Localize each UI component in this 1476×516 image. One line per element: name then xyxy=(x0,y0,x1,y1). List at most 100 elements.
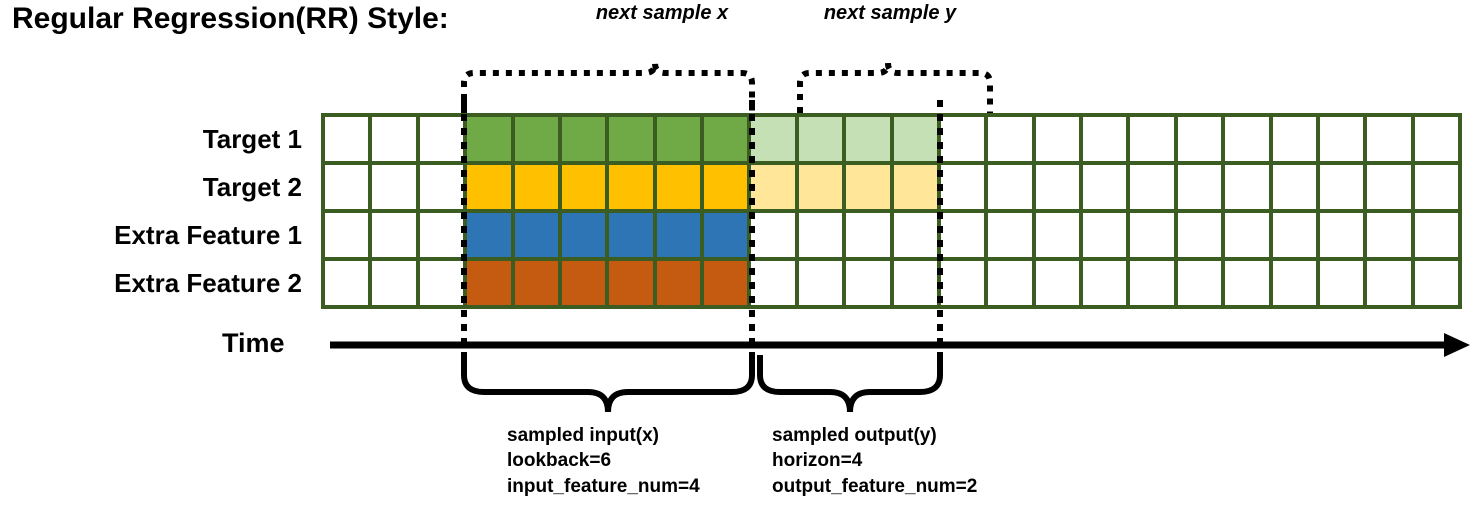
grid-cell-r1-c12 xyxy=(893,165,937,209)
grid-cell-r0-c21 xyxy=(1319,117,1364,161)
row-label-target-2: Target 2 xyxy=(202,171,302,202)
grid-cell-r2-c1 xyxy=(372,213,416,257)
sampled-output-note-line-2: horizon=4 xyxy=(772,450,863,472)
grid-cell-r1-c17 xyxy=(1130,165,1174,209)
grid-cell-r0-c8 xyxy=(704,117,748,161)
grid-cell-r2-c6 xyxy=(609,213,653,257)
page-title: Regular Regression(RR) Style: xyxy=(12,2,449,35)
grid-cell-r0-c0 xyxy=(325,117,369,161)
grid-cell-r3-c4 xyxy=(514,261,558,305)
grid-row-target-1 xyxy=(325,117,1458,161)
next-sample-x-label: next sample x xyxy=(595,2,729,24)
grid-cell-r0-c17 xyxy=(1130,117,1174,161)
grid-cell-r3-c20 xyxy=(1272,261,1316,305)
grid-cell-r0-c7 xyxy=(656,117,700,161)
sampled-input-brace xyxy=(461,355,755,413)
grid-cell-r0-c13 xyxy=(940,117,985,161)
grid-cell-r3-c12 xyxy=(893,261,937,305)
grid-cell-r2-c12 xyxy=(893,213,937,257)
sampled-input-note-line-3: input_feature_num=4 xyxy=(507,475,700,497)
grid-cell-r3-c8 xyxy=(704,261,748,305)
grid-cell-r0-c9 xyxy=(751,117,795,161)
grid-cell-r1-c20 xyxy=(1272,165,1316,209)
bottom-solid-braces xyxy=(461,355,943,413)
grid-cell-r1-c8 xyxy=(704,165,748,209)
grid-cell-r0-c19 xyxy=(1225,117,1269,161)
grid-cell-r1-c23 xyxy=(1414,165,1458,209)
grid-cell-r3-c1 xyxy=(372,261,416,305)
grid-cell-r3-c9 xyxy=(751,261,795,305)
grid-cell-r1-c4 xyxy=(514,165,558,209)
grid-cell-r0-c22 xyxy=(1367,117,1411,161)
grid-cell-r3-c10 xyxy=(798,261,843,305)
grid-cell-r0-c20 xyxy=(1272,117,1316,161)
grid-cell-r3-c21 xyxy=(1319,261,1364,305)
time-axis-label: Time xyxy=(222,328,285,358)
grid-cell-r1-c22 xyxy=(1367,165,1411,209)
grid-cell-r0-c15 xyxy=(1035,117,1079,161)
grid-cell-r0-c18 xyxy=(1177,117,1222,161)
top-dotted-braces xyxy=(461,62,993,113)
grid-cell-r0-c3 xyxy=(467,117,511,161)
grid-cell-r1-c6 xyxy=(609,165,653,209)
grid-cell-r1-c15 xyxy=(1035,165,1079,209)
grid-cell-r3-c6 xyxy=(609,261,653,305)
grid-cell-r2-c16 xyxy=(1083,213,1127,257)
grid-cell-r2-c22 xyxy=(1367,213,1411,257)
grid-cell-r0-c4 xyxy=(514,117,558,161)
grid-row-target-2 xyxy=(325,165,1458,209)
grid-cell-r3-c11 xyxy=(846,261,890,305)
grid-cell-r3-c16 xyxy=(1083,261,1127,305)
grid-cell-r0-c6 xyxy=(609,117,653,161)
grid-cell-r0-c2 xyxy=(419,117,464,161)
grid-cell-r2-c4 xyxy=(514,213,558,257)
right-arrow-icon xyxy=(1444,333,1470,357)
grid-cell-r2-c19 xyxy=(1225,213,1269,257)
grid-cell-r1-c2 xyxy=(419,165,464,209)
grid-cell-r1-c10 xyxy=(798,165,843,209)
next-sample-x-brace xyxy=(461,62,755,113)
sampled-input-note-line-2: lookback=6 xyxy=(507,450,612,472)
next-sample-y-brace xyxy=(797,62,993,113)
grid-cell-r0-c14 xyxy=(988,117,1032,161)
grid-cell-r1-c5 xyxy=(561,165,606,209)
grid-cell-r1-c11 xyxy=(846,165,890,209)
next-sample-y-label: next sample y xyxy=(823,2,957,24)
grid-cell-r3-c3 xyxy=(467,261,511,305)
grid-cell-r2-c11 xyxy=(846,213,890,257)
row-label-target-1: Target 1 xyxy=(202,123,302,154)
grid-cell-r1-c14 xyxy=(988,165,1032,209)
grid-cell-r1-c3 xyxy=(467,165,511,209)
grid-cell-r2-c13 xyxy=(940,213,985,257)
grid-cell-r1-c9 xyxy=(751,165,795,209)
grid-cell-r3-c18 xyxy=(1177,261,1222,305)
grid-cell-r2-c20 xyxy=(1272,213,1316,257)
grid-cell-r2-c5 xyxy=(561,213,606,257)
grid-cell-r0-c16 xyxy=(1083,117,1127,161)
grid-cell-r2-c15 xyxy=(1035,213,1079,257)
grid-cell-r3-c2 xyxy=(419,261,464,305)
grid-cell-r3-c15 xyxy=(1035,261,1079,305)
grid-cell-r2-c21 xyxy=(1319,213,1364,257)
grid-cell-r0-c11 xyxy=(846,117,890,161)
grid-cell-r1-c1 xyxy=(372,165,416,209)
sampled-output-note-line-1: sampled output(y) xyxy=(772,425,937,446)
grid-cell-r2-c9 xyxy=(751,213,795,257)
grid-cell-r2-c18 xyxy=(1177,213,1222,257)
grid-cell-r1-c0 xyxy=(325,165,369,209)
row-label-extra-feature-1: Extra Feature 1 xyxy=(114,219,302,250)
grid-cell-r1-c16 xyxy=(1083,165,1127,209)
grid-cell-r2-c0 xyxy=(325,213,369,257)
grid-cell-r3-c22 xyxy=(1367,261,1411,305)
row-labels: Target 1 Target 2 Extra Feature 1 Extra … xyxy=(20,113,312,309)
grid-cell-r2-c3 xyxy=(467,213,511,257)
grid-cell-r3-c7 xyxy=(656,261,700,305)
grid-cell-r1-c7 xyxy=(656,165,700,209)
sampled-output-note-line-3: output_feature_num=2 xyxy=(772,475,978,497)
grid-cell-r2-c10 xyxy=(798,213,843,257)
grid-cell-r1-c19 xyxy=(1225,165,1269,209)
grid-cell-r0-c10 xyxy=(798,117,843,161)
grid-row-extra-feature-2 xyxy=(325,261,1458,305)
grid-cell-r3-c0 xyxy=(325,261,369,305)
grid-cell-r3-c17 xyxy=(1130,261,1174,305)
